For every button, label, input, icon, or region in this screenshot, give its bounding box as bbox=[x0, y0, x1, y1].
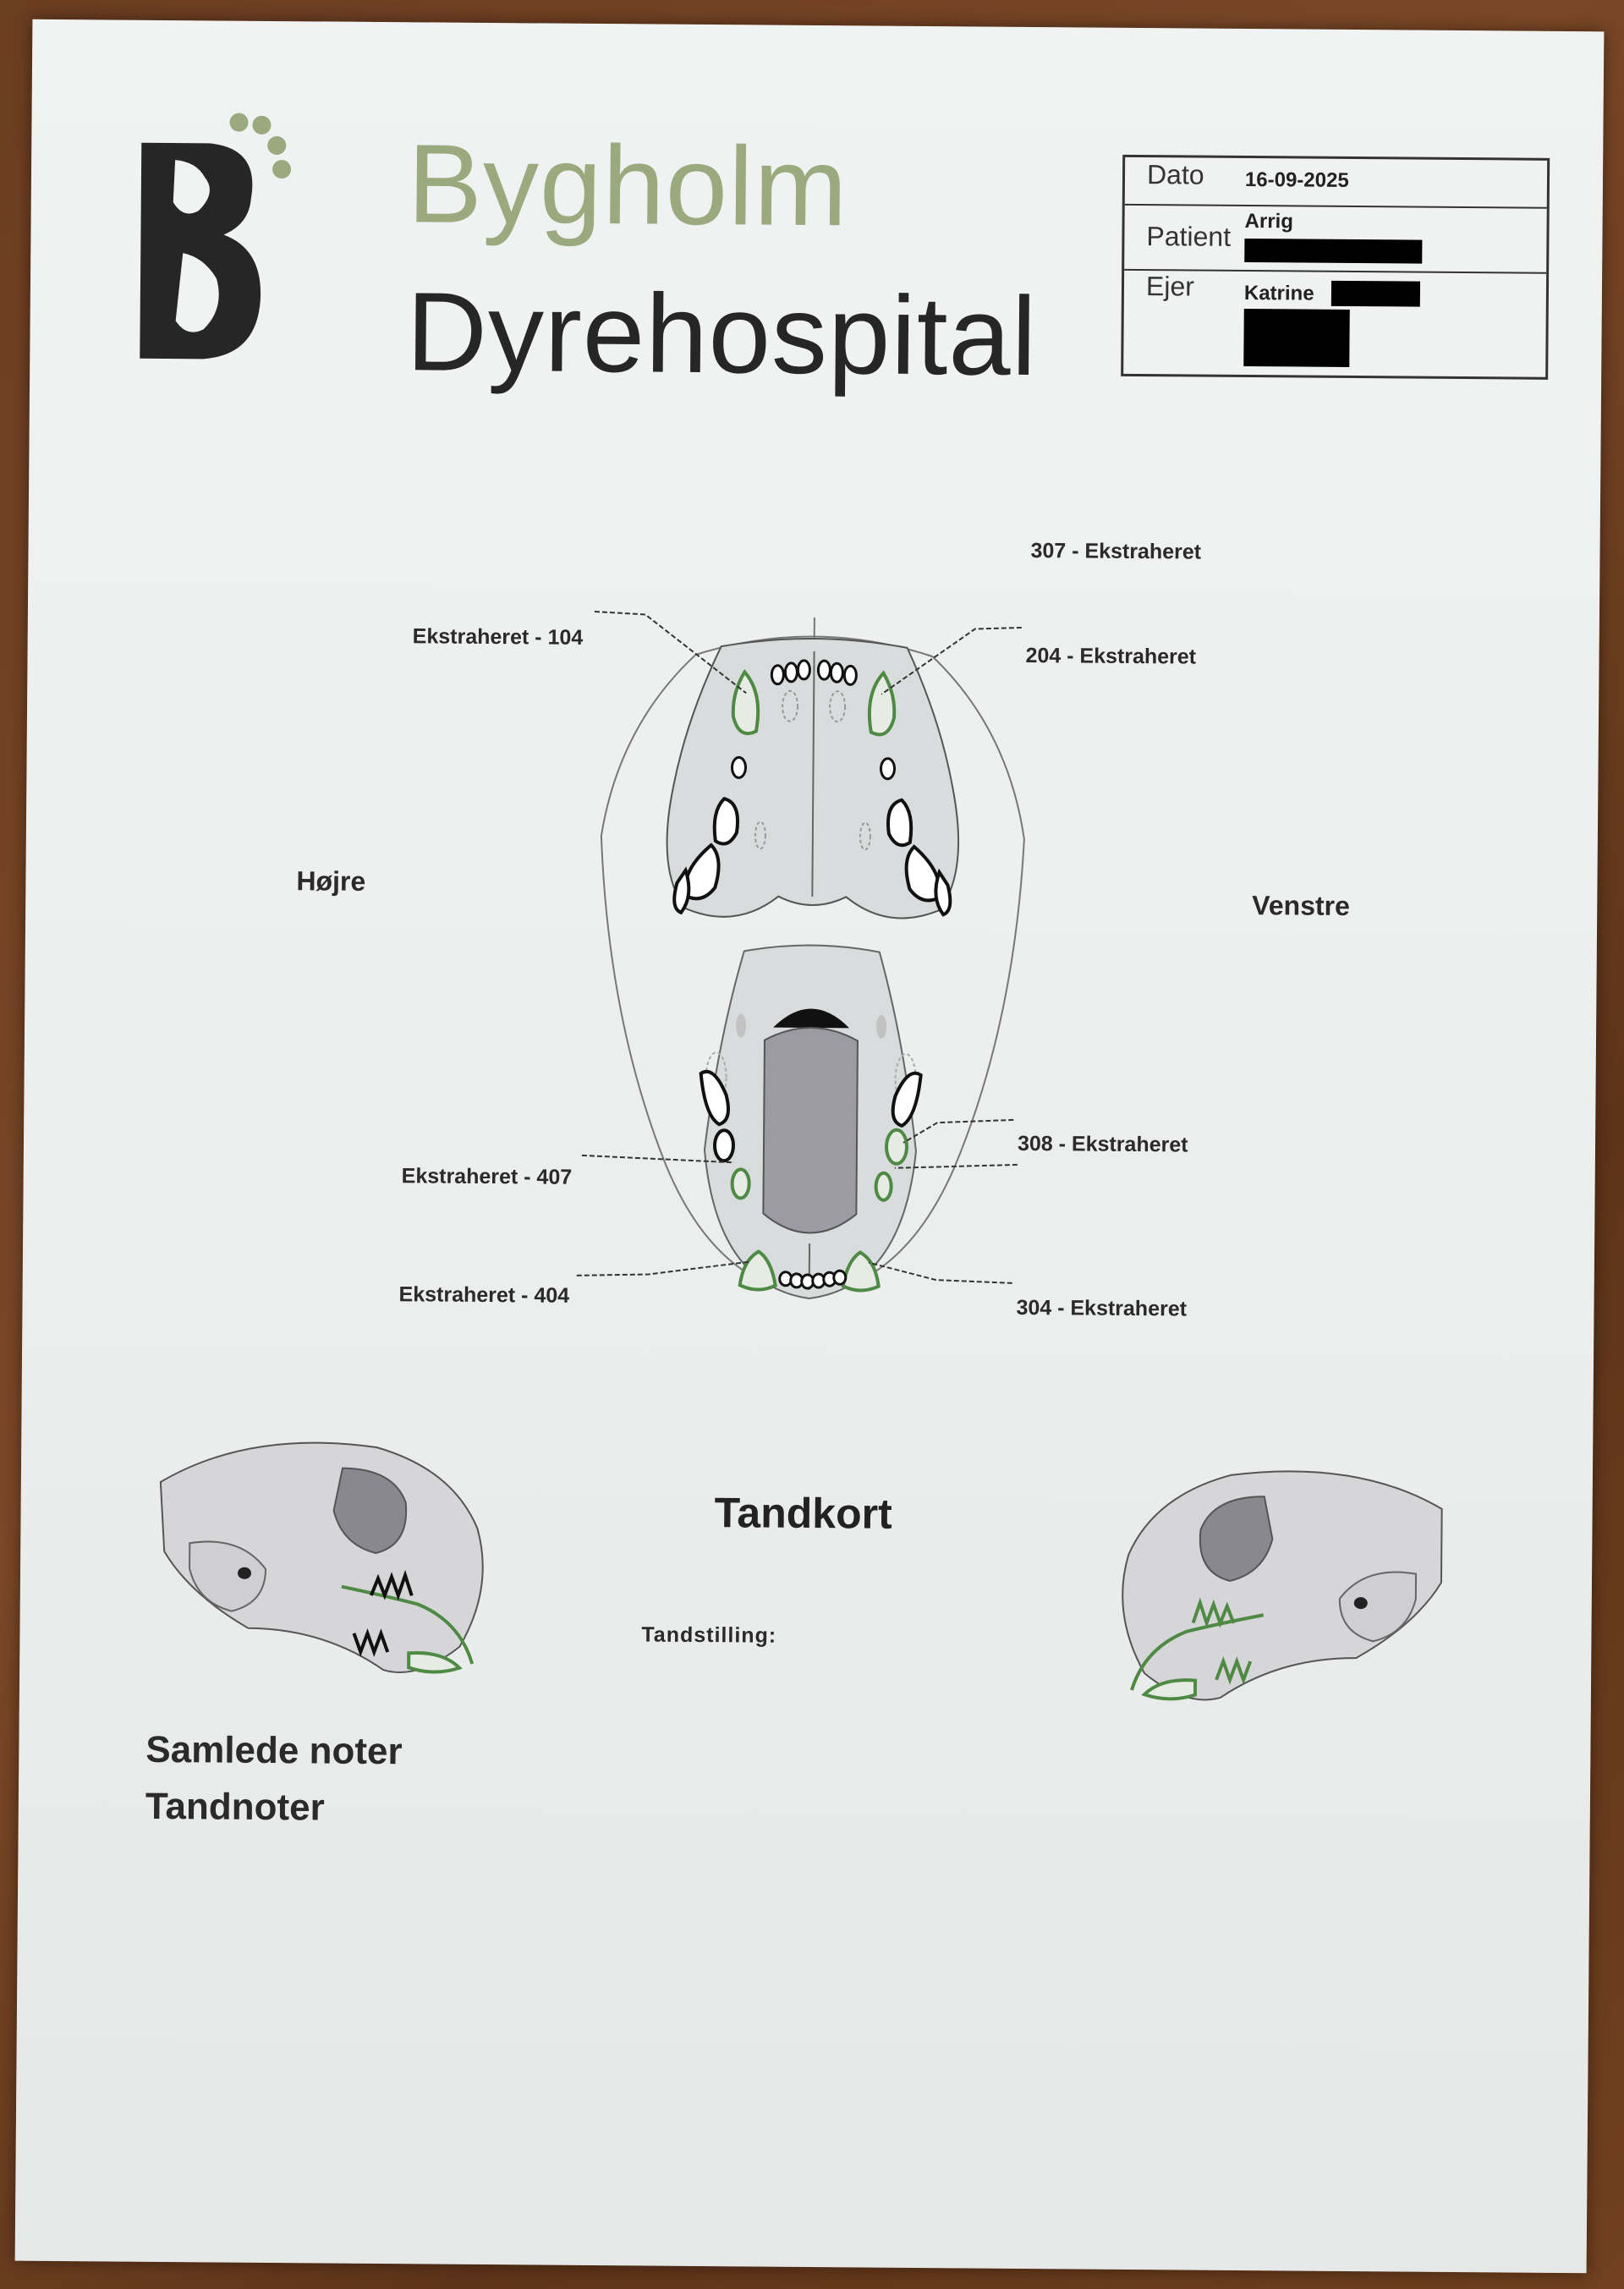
side-label-right: Højre bbox=[296, 865, 366, 897]
skull-lateral-right bbox=[159, 1441, 484, 1674]
annotation-407: Ekstraheret - 407 bbox=[401, 1164, 573, 1189]
annotation-307: 307 - Ekstraheret bbox=[1030, 539, 1202, 564]
dental-notes-heading: Tandnoter bbox=[145, 1785, 325, 1829]
side-label-left: Venstre bbox=[1252, 890, 1351, 922]
notes-heading: Samlede noter bbox=[145, 1728, 403, 1773]
annotation-204: 204 - Ekstraheret bbox=[1025, 643, 1197, 669]
annotation-404: Ekstraheret - 404 bbox=[398, 1282, 570, 1308]
annotation-104: Ekstraheret - 104 bbox=[412, 624, 584, 650]
page-title: Tandkort bbox=[714, 1489, 892, 1538]
clinic-logo bbox=[140, 113, 292, 360]
tooth-position-label: Tandstilling: bbox=[641, 1622, 777, 1648]
annotation-308: 308 - Ekstraheret bbox=[1017, 1131, 1188, 1157]
dental-chart-drawing bbox=[159, 610, 1443, 1701]
document-page: Bygholm Dyrehospital Dato 16-09-2025 Pat… bbox=[14, 19, 1605, 2274]
annotation-304: 304 - Ekstraheret bbox=[1016, 1295, 1188, 1321]
skull-lateral-left bbox=[1122, 1470, 1443, 1701]
